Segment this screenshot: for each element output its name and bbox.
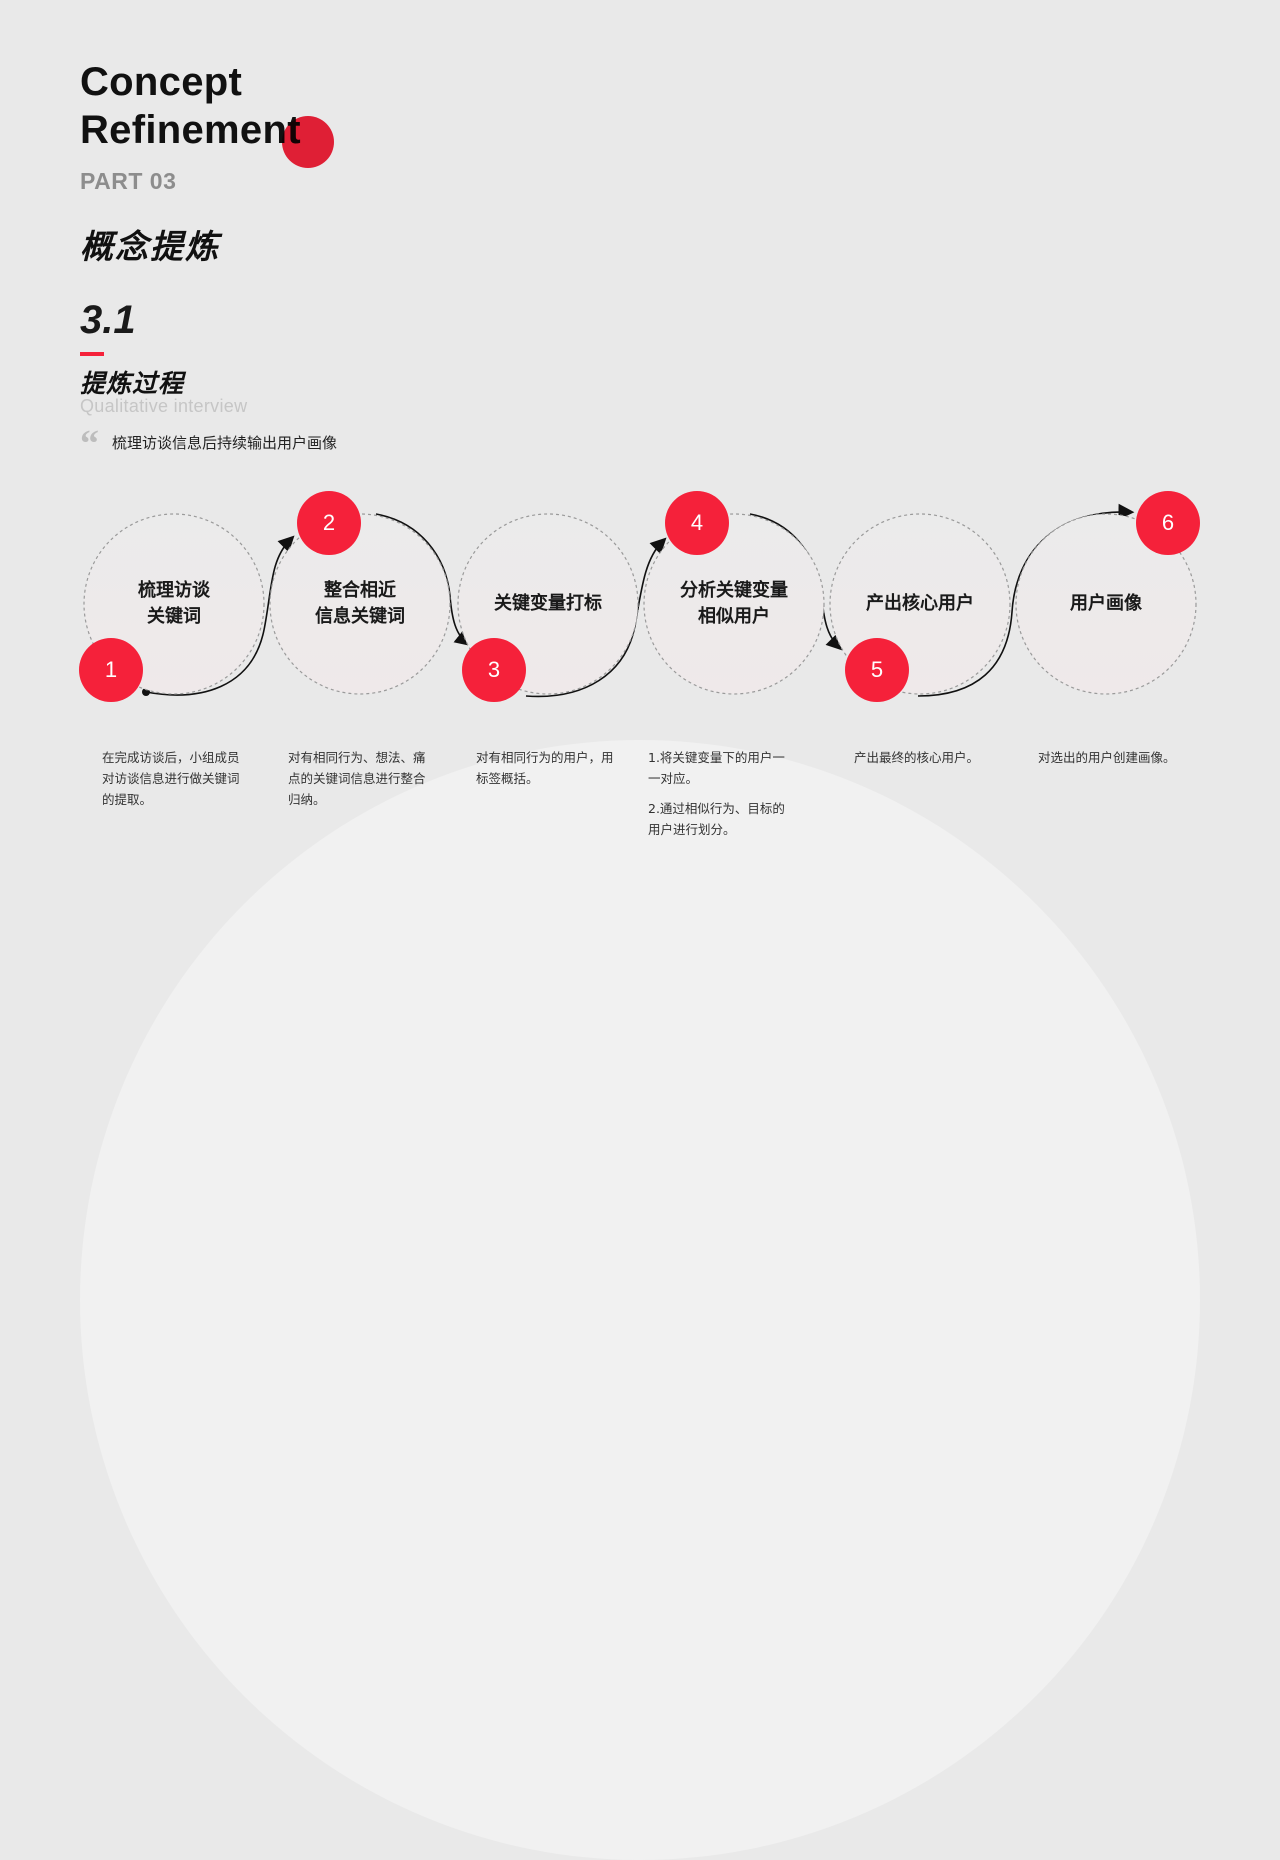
step-2-circle: 整合相近 信息关键词 [268, 512, 452, 696]
step-5-label-line1: 产出核心用户 [866, 593, 974, 614]
step-4-circle: 分析关键变量 相似用户 [642, 512, 826, 696]
step-4-description: 1.将关键变量下的用户一一对应。 2.通过相似行为、目标的用户进行划分。 [648, 747, 794, 849]
step-3-label-line1: 关键变量打标 [494, 593, 602, 614]
page-title-line1: Concept [80, 60, 243, 104]
step-4-badge: 4 [665, 491, 729, 555]
section-number: 3.1 [80, 298, 136, 342]
step-6-desc-text: 对选出的用户创建画像。 [1038, 750, 1176, 765]
step-6-badge: 6 [1136, 491, 1200, 555]
step-4-desc-text-1: 1.将关键变量下的用户一一对应。 [648, 750, 785, 786]
page-title-line2: Refinement [80, 108, 301, 152]
step-3-badge: 3 [462, 638, 526, 702]
connector-arrow-1-2 [145, 535, 295, 696]
chinese-title: 概念提炼 [80, 227, 220, 266]
step-6-circle: 用户画像 [1014, 512, 1198, 696]
section-title: 提炼过程 [80, 369, 185, 398]
step-6-label-line1: 用户画像 [1070, 593, 1142, 614]
step-1-description: 在完成访谈后，小组成员对访谈信息进行做关键词的提取。 [102, 747, 248, 819]
step-3-description: 对有相同行为的用户，用标签概括。 [476, 747, 622, 798]
step-1-label-line2: 关键词 [147, 606, 201, 627]
step-2-desc-text: 对有相同行为、想法、痛点的关键词信息进行整合归纳。 [288, 750, 426, 807]
step-4-label-line2: 相似用户 [698, 606, 770, 627]
accent-dot [282, 116, 334, 168]
part-label: PART 03 [80, 168, 177, 194]
step-5-description: 产出最终的核心用户。 [854, 747, 1000, 777]
step-1-desc-text: 在完成访谈后，小组成员对访谈信息进行做关键词的提取。 [102, 750, 240, 807]
section-underline [80, 352, 104, 356]
step-3-desc-text: 对有相同行为的用户，用标签概括。 [476, 750, 614, 786]
step-4-label-line1: 分析关键变量 [680, 580, 788, 601]
section-subtitle: Qualitative interview [80, 396, 248, 416]
step-5-desc-text: 产出最终的核心用户。 [854, 750, 980, 765]
step-2-label-line2: 信息关键词 [315, 606, 405, 627]
step-2-label-line1: 整合相近 [324, 580, 396, 601]
step-2-badge: 2 [297, 491, 361, 555]
step-2-description: 对有相同行为、想法、痛点的关键词信息进行整合归纳。 [288, 747, 434, 819]
step-5-badge: 5 [845, 638, 909, 702]
step-6-description: 对选出的用户创建画像。 [1038, 747, 1184, 777]
step-1-badge: 1 [79, 638, 143, 702]
section-quote: 梳理访谈信息后持续输出用户画像 [112, 434, 338, 452]
step-1-label-line1: 梳理访谈 [138, 580, 210, 601]
step-4-desc-text-2: 2.通过相似行为、目标的用户进行划分。 [648, 801, 785, 837]
quote-icon: “ [80, 423, 99, 465]
